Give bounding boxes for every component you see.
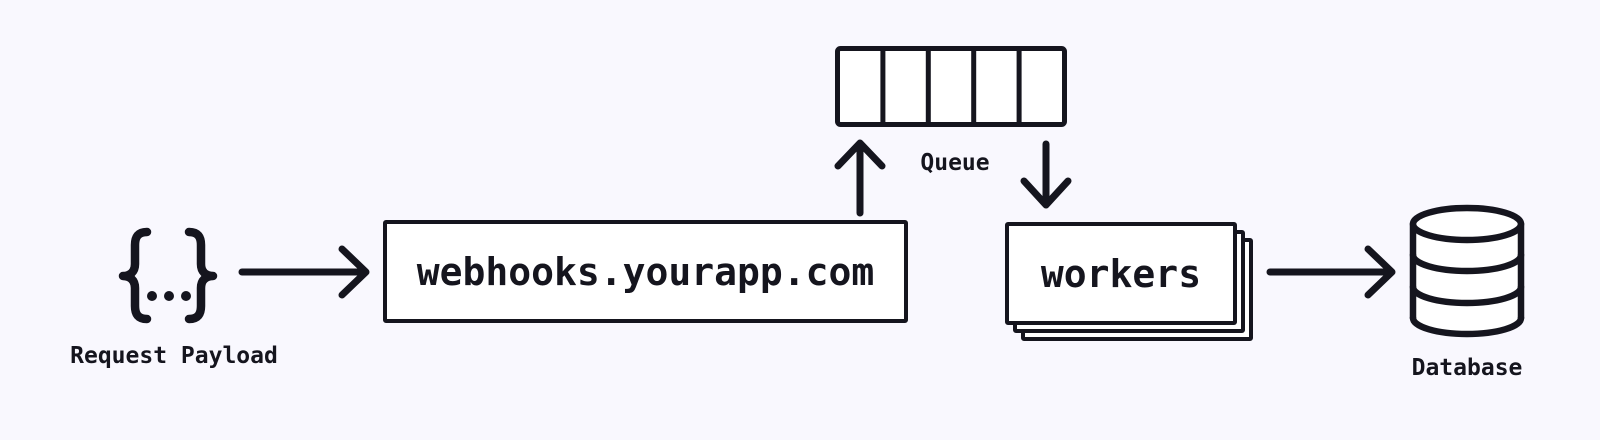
workers-label: workers <box>1040 251 1202 296</box>
database-label: Database <box>1411 355 1523 381</box>
arrow-queue-to-workers <box>1020 140 1072 209</box>
queue-slot-dividers <box>880 49 1022 124</box>
webhook-server-label: webhooks.yourapp.com <box>416 249 875 294</box>
ellipsis-dots <box>147 291 191 301</box>
queue-outline <box>835 46 1067 127</box>
database-cylinder-icon <box>1409 204 1525 338</box>
workers-box: workers <box>1005 222 1237 325</box>
arrow-workers-to-database <box>1266 245 1396 299</box>
json-braces-icon <box>118 227 218 324</box>
request-payload-label: Request Payload <box>70 343 278 369</box>
queue-label: Queue <box>920 150 990 176</box>
workers-stack: workers <box>1005 222 1257 344</box>
webhook-server-box: webhooks.yourapp.com <box>383 220 908 323</box>
arrow-server-to-queue <box>834 139 886 217</box>
arrow-payload-to-server <box>238 245 370 299</box>
left-brace <box>118 227 152 324</box>
right-brace <box>184 227 218 324</box>
queue-icon <box>835 46 1067 127</box>
